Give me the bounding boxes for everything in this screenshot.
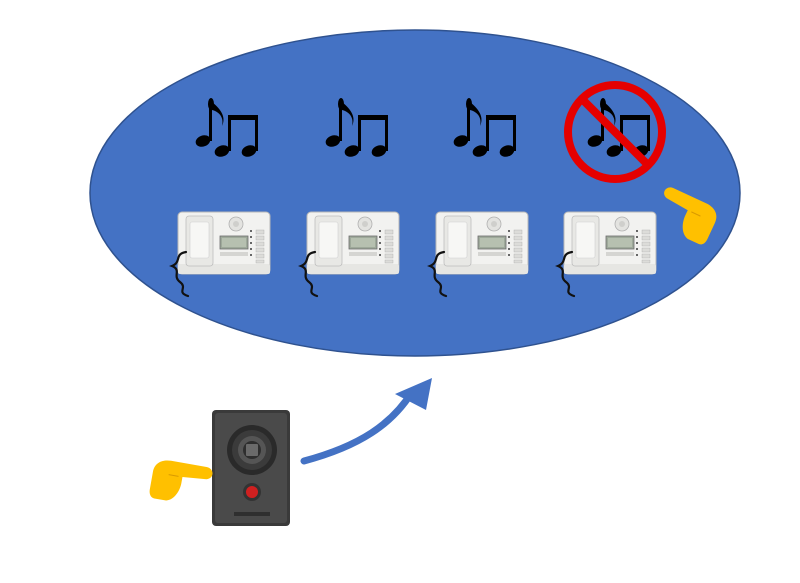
- curved-arrow-icon: [300, 378, 432, 465]
- pointing-hand-icon: [147, 457, 215, 509]
- prohibited-icon: [564, 81, 666, 183]
- emergency-call-station-icon: [212, 410, 290, 526]
- phone-group-area: [89, 29, 741, 357]
